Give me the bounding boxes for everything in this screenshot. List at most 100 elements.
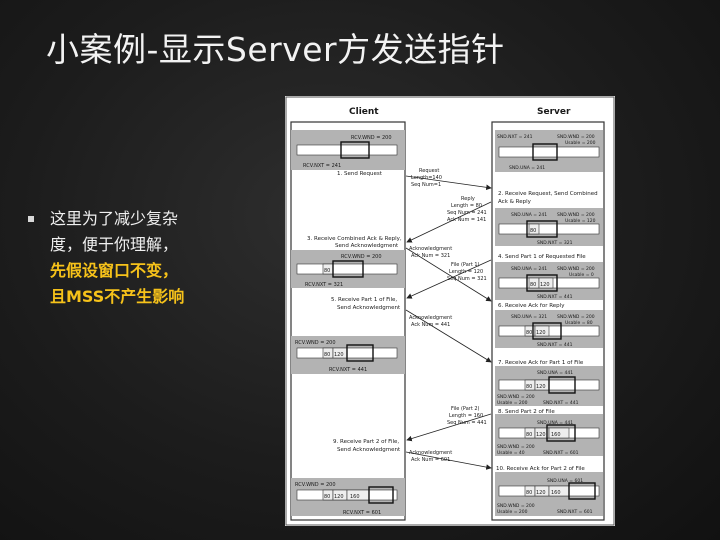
bullet-icon <box>28 216 34 222</box>
msg-ack3-1: Acknowledgment <box>409 450 452 456</box>
msg-reply-4: Ack Num = 141 <box>447 217 486 223</box>
server-7-b3: 160 <box>551 490 561 496</box>
msg-reply-3: Seq Num = 241 <box>447 210 487 216</box>
step-3-label-line1: 3. Receive Combined Ack & Reply, <box>307 236 402 242</box>
server-6-usable: Usable = 40 <box>497 450 525 456</box>
msg-file2-2: Length = 160 <box>449 413 483 419</box>
server-4-b1: 80 <box>526 330 532 336</box>
step-5-label-line2: Send Acknowledgment <box>337 305 401 311</box>
client-1-bottom: RCV.NXT = 241 <box>303 163 341 169</box>
server-5-nxt: SND.NXT = 441 <box>543 400 579 406</box>
msg-request-3: Seq Num=1 <box>411 182 441 188</box>
server-6-una: SND.UNA = 441 <box>537 420 573 426</box>
server-3-una: SND.UNA = 241 <box>511 266 547 272</box>
step-4-label: 4. Send Part 1 of Requested File <box>498 254 586 260</box>
arrow-ack-3 <box>405 451 492 470</box>
client-2-top: RCV.WND = 200 <box>341 254 382 260</box>
client-4-b2: 120 <box>334 494 344 500</box>
bullet-list: 这里为了减少复杂 度，便于你理解， 先假设窗口不变， 且MSS不产生影响 <box>28 206 268 310</box>
step-3-label-line2: Send Acknowledgment <box>335 243 399 249</box>
client-4-bottom: RCV.NXT = 601 <box>343 510 381 516</box>
server-5-b2: 120 <box>536 384 546 390</box>
server-4-wnd: SND.WND = 200 <box>557 314 595 320</box>
server-3-b2: 120 <box>540 282 550 288</box>
server-3-wnd: SND.WND = 200 <box>557 266 595 272</box>
server-5-wnd: SND.WND = 200 <box>497 394 535 400</box>
msg-request-1: Request <box>419 168 439 174</box>
msg-file1-3: Seq Num = 321 <box>447 276 487 282</box>
msg-file1-1: File (Part 1) <box>451 262 480 268</box>
msg-ack1-2: Ack Num = 321 <box>411 253 450 259</box>
arrow-ack-1 <box>405 247 492 302</box>
client-1-top: RCV.WND = 200 <box>351 135 392 141</box>
server-2-nxt: SND.NXT = 321 <box>537 240 573 246</box>
client-4-top: RCV.WND = 200 <box>295 482 336 488</box>
arrow-reply <box>406 201 492 243</box>
server-5-b1: 80 <box>526 384 532 390</box>
slide-title: 小案例-显示Server方发送指针 <box>46 30 505 69</box>
server-7-nxt: SND.NXT = 601 <box>557 509 593 515</box>
server-timeline <box>491 121 605 521</box>
server-state-1: SND.NXT = 241 SND.WND = 200 Usable = 200… <box>495 130 603 172</box>
bullet-line-1: 这里为了减少复杂 <box>50 209 179 228</box>
server-state-7: SND.UNA = 601 80 120 160 SND.WND = 200 U… <box>495 472 603 516</box>
arrow-file-part-1 <box>406 259 492 299</box>
step-1-label: 1. Send Request <box>337 171 383 177</box>
tcp-sliding-window-diagram: Client Server RCV.WND = 200 RCV.NXT = 24… <box>285 96 615 526</box>
step-6-label: 6. Receive Ack for Reply <box>498 303 565 309</box>
client-3-top: RCV.WND = 200 <box>295 340 336 346</box>
server-5-usable: Usable = 200 <box>497 400 528 406</box>
step-8-label: 8. Send Part 2 of File <box>498 409 555 415</box>
server-5-una: SND.UNA = 441 <box>537 370 573 376</box>
server-3-b1: 80 <box>530 282 536 288</box>
client-3-bottom: RCV.NXT = 441 <box>329 367 367 373</box>
msg-ack2-2: Ack Num = 441 <box>411 322 450 328</box>
server-2-una: SND.UNA = 241 <box>511 212 547 218</box>
bullet-item: 这里为了减少复杂 度，便于你理解， 先假设窗口不变， 且MSS不产生影响 <box>28 206 268 310</box>
server-header: Server <box>537 107 571 117</box>
client-3-b2: 120 <box>334 352 344 358</box>
server-state-6: SND.UNA = 441 80 120 160 SND.WND = 200 U… <box>495 414 603 456</box>
step-7-label: 7. Receive Ack for Part 1 of File <box>498 360 584 366</box>
server-state-5: SND.UNA = 441 80 120 SND.WND = 200 Usabl… <box>495 366 603 406</box>
server-3-nxt: SND.NXT = 441 <box>537 294 573 300</box>
bullet-line-4-highlight: 且MSS不产生影响 <box>50 287 185 306</box>
step-9-label-line1: 9. Receive Part 2 of File, <box>333 439 399 445</box>
msg-reply-1: Reply <box>461 196 475 202</box>
server-7-wnd: SND.WND = 200 <box>497 503 535 509</box>
step-2-label-line1: 2. Receive Request, Send Combined <box>498 191 598 197</box>
client-state-3: RCV.WND = 200 80 120 RCV.NXT = 441 <box>291 336 405 374</box>
server-4-nxt: SND.NXT = 441 <box>537 342 573 348</box>
bullet-line-2: 度，便于你理解， <box>50 235 179 254</box>
bullet-text: 这里为了减少复杂 度，便于你理解， 先假设窗口不变， 且MSS不产生影响 <box>50 206 184 310</box>
step-5-label-line1: 5. Receive Part 1 of File, <box>331 297 397 303</box>
client-state-1: RCV.WND = 200 RCV.NXT = 241 <box>291 130 405 170</box>
client-2-bottom: RCV.NXT = 321 <box>305 282 343 288</box>
msg-request-2: Length=140 <box>411 175 442 181</box>
server-7-una: SND.UNA = 601 <box>547 478 583 484</box>
msg-reply-2: Length = 80 <box>451 203 482 209</box>
server-4-usable: Usable = 80 <box>565 320 593 326</box>
server-1-wnd: SND.WND = 200 <box>557 134 595 140</box>
bullet-line-3-highlight: 先假设窗口不变， <box>50 261 179 280</box>
client-header: Client <box>349 107 379 117</box>
arrow-file-part-2 <box>406 413 492 442</box>
msg-ack1-1: Acknowledgment <box>409 246 452 252</box>
server-2-usable: Usable = 120 <box>565 218 596 224</box>
client-state-4: RCV.WND = 200 80 120 160 RCV.NXT = 601 <box>291 478 405 516</box>
client-state-2: RCV.WND = 200 80 RCV.NXT = 321 <box>291 250 405 288</box>
client-3-b1: 80 <box>324 352 330 358</box>
step-2-label-line2: Ack & Reply <box>498 199 532 205</box>
server-1-usable: Usable = 200 <box>565 140 596 146</box>
server-3-usable: Usable = 0 <box>569 272 594 278</box>
server-state-4: SND.UNA = 321 SND.WND = 200 Usable = 80 … <box>495 310 603 348</box>
server-7-usable: Usable = 200 <box>497 509 528 515</box>
client-2-b1: 80 <box>324 268 330 274</box>
step-9-label-line2: Send Acknowledgment <box>337 447 401 453</box>
server-6-nxt: SND.NXT = 601 <box>543 450 579 456</box>
server-1-una: SND.UNA = 241 <box>509 165 545 171</box>
msg-ack3-2: Ack Num = 601 <box>411 457 450 463</box>
server-7-b1: 80 <box>526 490 532 496</box>
step-10-label: 10. Receive Ack for Part 2 of File <box>496 466 585 472</box>
server-state-2: SND.UNA = 241 SND.WND = 200 Usable = 120… <box>495 208 603 246</box>
